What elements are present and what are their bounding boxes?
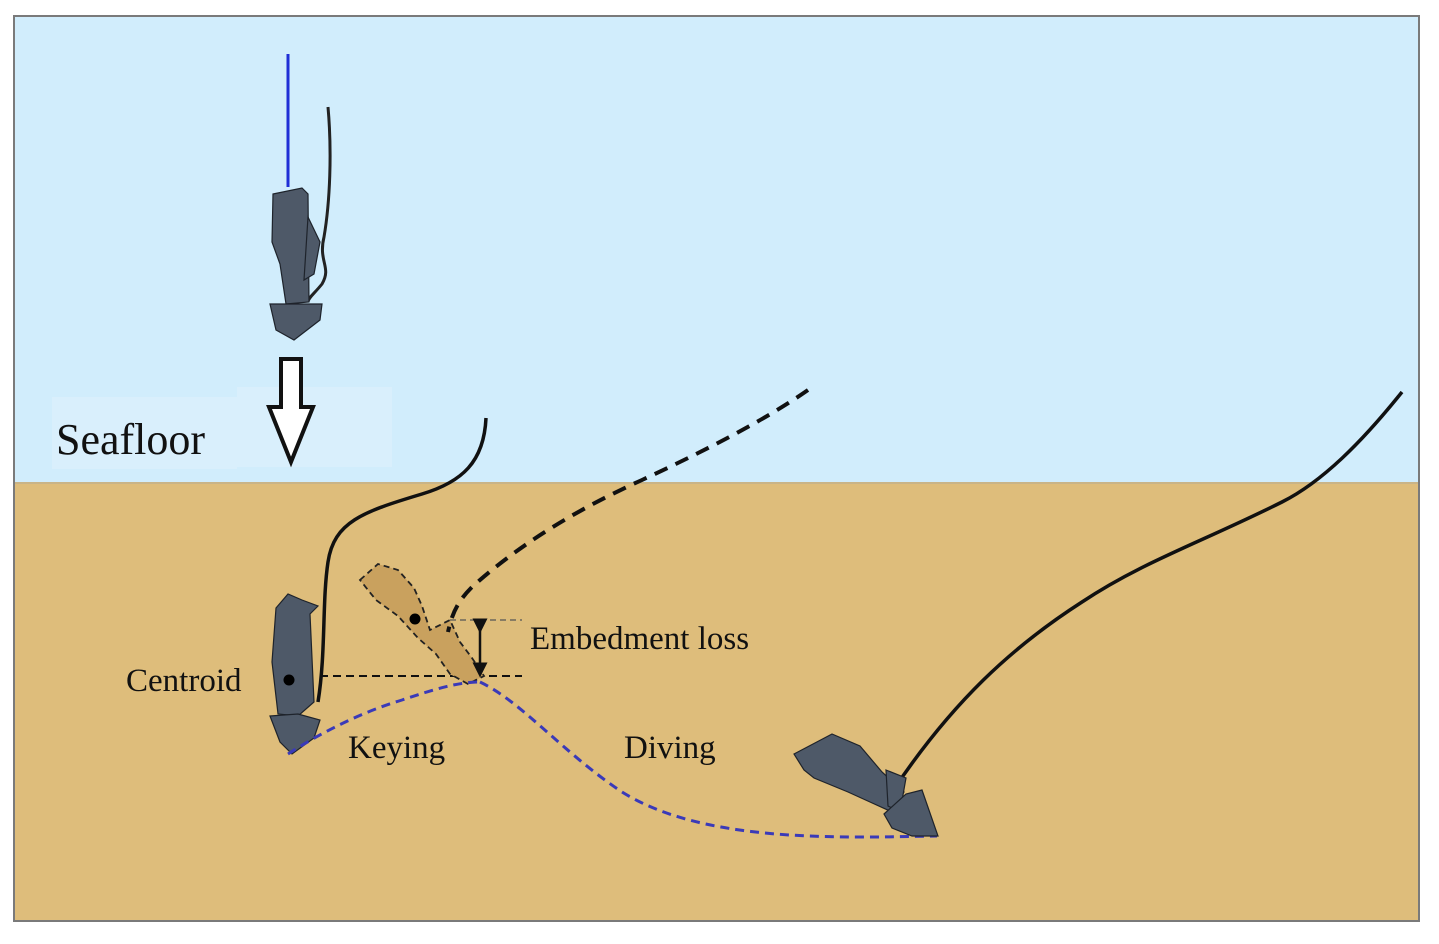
mooring-chain-2 — [890, 390, 1404, 793]
keying-trajectory — [287, 680, 481, 756]
mooring-line-slack — [306, 106, 332, 303]
diving-trajectory — [479, 680, 938, 839]
mooring-chain-1 — [316, 417, 488, 703]
hollow-down-arrow-icon — [266, 357, 316, 468]
keying-ghost-anchor — [358, 388, 810, 686]
anchor-shaft — [271, 593, 320, 717]
diving-anchor — [793, 390, 1404, 837]
centroid-label: Centroid — [126, 663, 242, 699]
ghost-chain-dashed — [446, 388, 810, 633]
anchor-fin — [303, 214, 321, 282]
embedded-anchor — [269, 417, 488, 755]
anchor-shaft — [271, 187, 310, 305]
embedment-loss-label: Embedment loss — [530, 621, 749, 657]
descent-arrow — [237, 357, 392, 468]
anchor-tip — [883, 789, 939, 837]
keying-label: Keying — [348, 730, 445, 766]
seafloor-label: Seafloor — [56, 415, 205, 464]
centroid-dot — [283, 674, 295, 686]
soil-region — [15, 483, 1418, 920]
diagram-frame: Seafloor Centroid Embedment loss Keying … — [13, 15, 1420, 922]
diving-label: Diving — [624, 730, 716, 766]
falling-anchor — [269, 54, 332, 341]
ghost-anchor-body — [358, 562, 486, 686]
anchor-tip — [269, 303, 323, 341]
ghost-centroid-dot — [409, 613, 421, 625]
embedment-loss-measure — [450, 618, 522, 678]
anchor-installation-diagram: Seafloor Centroid Embedment loss Keying … — [15, 17, 1418, 920]
